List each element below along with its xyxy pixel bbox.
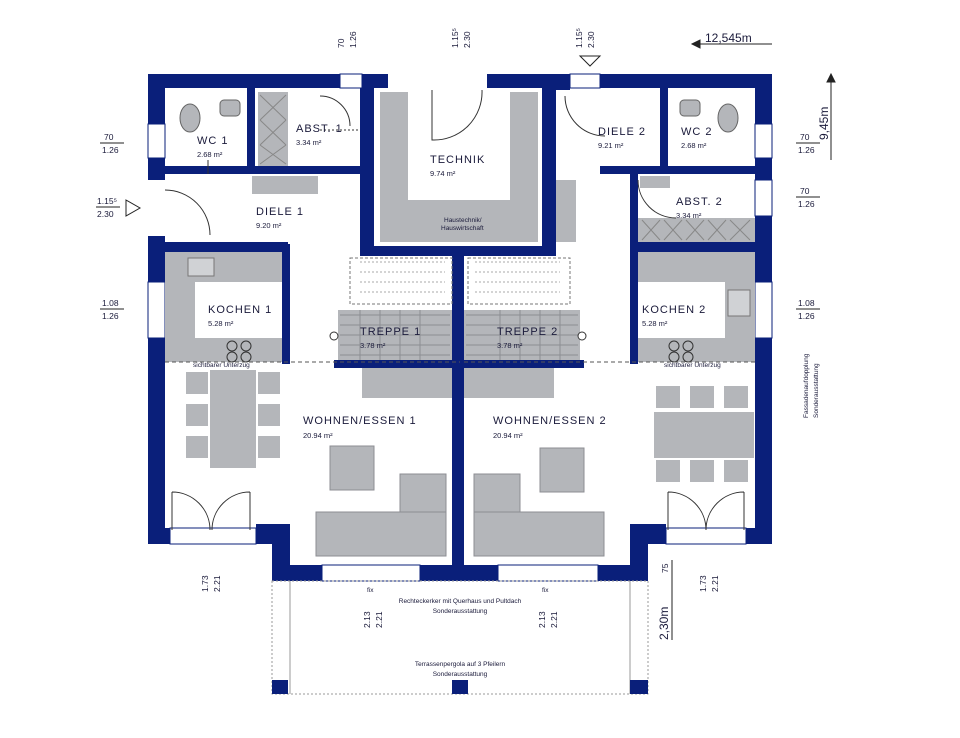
room-area-abst1: 3.34 m²: [296, 138, 322, 147]
dining-2: [654, 386, 754, 482]
dim-total-width: 12,545m: [705, 31, 752, 45]
room-name-diele2: DIELE 2: [598, 126, 646, 138]
dimension-lines: [96, 39, 836, 640]
note-erker-2: Sonderausstattung: [433, 608, 488, 615]
dim-top2-top: 1.15⁵: [450, 28, 460, 48]
note-fassade-1: Fassadenaufdopplung: [803, 353, 810, 418]
fixtures-right: [556, 95, 755, 242]
dim-right3-bottom: 1.26: [798, 311, 815, 321]
dim-top1-top: 70: [336, 38, 346, 48]
windows: [147, 73, 773, 582]
sofa-1: [315, 445, 447, 557]
kitchen-1-fixtures: [165, 252, 460, 363]
dim-total-depth: 9,45m: [817, 107, 831, 140]
dim-br-top: 1.73: [698, 575, 708, 592]
dim-erker-offset: 75: [660, 563, 670, 573]
dining-1: [186, 370, 280, 468]
dim-mid2-top: 2.13: [537, 611, 547, 628]
dim-mid1-bottom: 2.21: [374, 611, 384, 628]
note-unterzug-2: sichtbarer Unterzug: [664, 362, 721, 369]
note-pergola-2: Sonderausstattung: [433, 671, 488, 678]
dim-right2-bottom: 1.26: [798, 199, 815, 209]
room-name-treppe1: TREPPE 1: [360, 326, 421, 338]
room-area-kochen2: 5.28 m²: [642, 319, 668, 328]
room-area-wohnen2: 20.94 m²: [493, 431, 523, 440]
room-name-abst1: ABST. 1: [296, 123, 343, 135]
dim-bl-bottom: 2.21: [212, 575, 222, 592]
fixtures-left: [164, 92, 360, 236]
room-name-wc1: WC 1: [197, 135, 229, 147]
room-area-wohnen1: 20.94 m²: [303, 431, 333, 440]
room-area-treppe2: 3.78 m²: [497, 341, 523, 350]
room-name-wohnen1: WOHNEN/ESSEN 1: [303, 415, 417, 427]
dim-left3-top: 1.08: [102, 298, 119, 308]
room-name-technik: TECHNIK: [430, 154, 485, 166]
pergola: [271, 580, 649, 695]
room-area-technik: 9.74 m²: [430, 169, 456, 178]
note-fassade-2: Sonderausstattung: [813, 363, 820, 418]
dim-bl-top: 1.73: [200, 575, 210, 592]
room-name-wohnen2: WOHNEN/ESSEN 2: [493, 415, 607, 427]
room-name-kochen2: KOCHEN 2: [642, 304, 706, 316]
dim-erker-depth: 2,30m: [657, 607, 671, 640]
kitchen-2-fixtures: [464, 252, 755, 363]
dim-mid1-top: 2.13: [362, 611, 372, 628]
walls: [148, 74, 772, 581]
dim-left2-bottom: 2.30: [97, 209, 114, 219]
technik-note-2: Hauswirtschaft: [441, 225, 484, 232]
plan-notes: sichtbarer Unterzug sichtbarer Unterzug …: [193, 353, 820, 678]
note-fix-1: fix: [367, 587, 374, 594]
room-area-wc2: 2.68 m²: [681, 141, 707, 150]
note-unterzug-1: sichtbarer Unterzug: [193, 362, 250, 369]
dim-left2-top: 1.15⁵: [97, 196, 117, 206]
room-labels: WC 1 2.68 m² ABST. 1 3.34 m² TECHNIK 9.7…: [197, 123, 723, 440]
dim-right1-top: 70: [800, 132, 810, 142]
note-erker-1: Rechteckerker mit Querhaus und Pultdach: [399, 598, 522, 605]
dim-left1-top: 70: [104, 132, 114, 142]
dim-top3-bottom: 2.30: [586, 31, 596, 48]
terrace-doors: [171, 491, 745, 531]
room-name-diele1: DIELE 1: [256, 206, 304, 218]
stair-2: [329, 257, 587, 398]
room-name-kochen1: KOCHEN 1: [208, 304, 272, 316]
note-fix-2: fix: [542, 587, 549, 594]
stair-1: [338, 257, 453, 398]
room-name-wc2: WC 2: [681, 126, 713, 138]
dim-right3-top: 1.08: [798, 298, 815, 308]
note-pergola-1: Terrassenpergola auf 3 Pfeilern: [415, 661, 506, 668]
dim-left1-bottom: 1.26: [102, 145, 119, 155]
room-area-diele2: 9.21 m²: [598, 141, 624, 150]
dim-mid2-bottom: 2.21: [549, 611, 559, 628]
room-area-kochen1: 5.28 m²: [208, 319, 234, 328]
room-area-wc1: 2.68 m²: [197, 150, 223, 159]
dim-left3-bottom: 1.26: [102, 311, 119, 321]
dim-top3-top: 1.15⁵: [574, 28, 584, 48]
dimension-labels: 12,545m 9,45m 2,30m 75 70 1.26 1.15⁵ 2.3…: [97, 28, 831, 640]
dim-br-bottom: 2.21: [710, 575, 720, 592]
dim-right2-top: 70: [800, 186, 810, 196]
dim-right1-bottom: 1.26: [798, 145, 815, 155]
room-name-abst2: ABST. 2: [676, 196, 723, 208]
room-area-treppe1: 3.78 m²: [360, 341, 386, 350]
technik-room: [374, 88, 542, 246]
room-area-abst2: 3.34 m²: [676, 211, 702, 220]
room-area-diele1: 9.20 m²: [256, 221, 282, 230]
room-name-treppe2: TREPPE 2: [497, 326, 558, 338]
technik-note-1: Haustechnik/: [444, 217, 482, 224]
sofa-2: [473, 447, 605, 557]
dim-top1-bottom: 1.26: [348, 31, 358, 48]
dim-top2-bottom: 2.30: [462, 31, 472, 48]
